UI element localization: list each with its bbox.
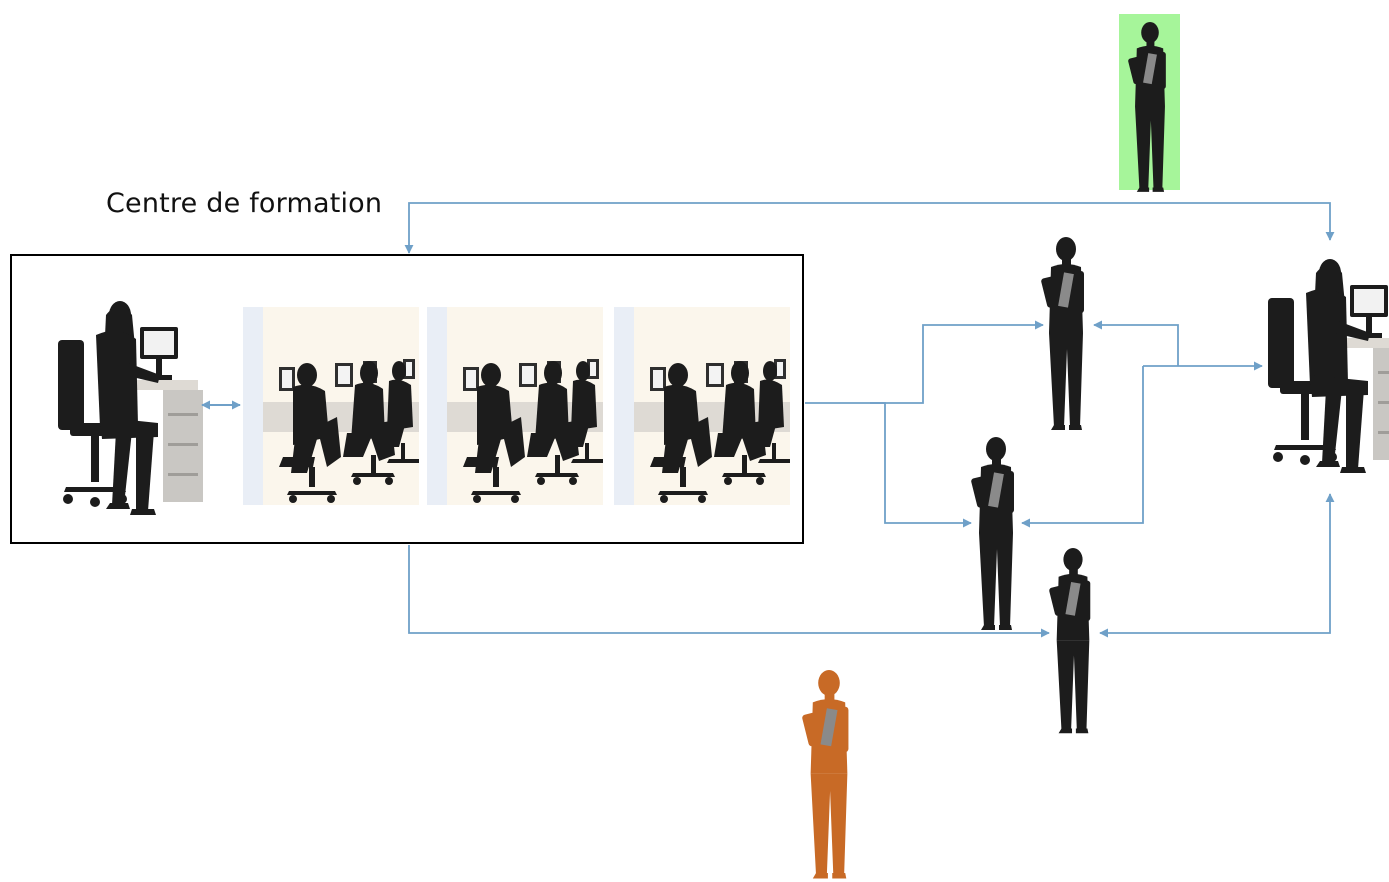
diagram-title: Centre de formation — [106, 188, 383, 219]
trainer-at-desk — [58, 301, 203, 515]
learner-middle — [970, 437, 1014, 630]
centre-to-learner-middle-arrow — [870, 402, 972, 528]
tutor-to-learner-middle-arrow — [1021, 366, 1144, 528]
tutor-to-learner-bottom-arrow — [1099, 493, 1335, 638]
classroom-photo-3 — [614, 307, 790, 505]
classroom-photo-1 — [243, 307, 419, 505]
tutor-at-desk — [1268, 259, 1389, 473]
top-loop-arrow — [404, 202, 1335, 254]
classroom-photo-2 — [427, 307, 603, 505]
centre-to-learner-top-arrow — [805, 320, 1044, 404]
training-centre-frame — [10, 254, 804, 544]
centre-to-learner-bottom-arrow — [408, 545, 1050, 638]
learner-top — [1040, 237, 1084, 430]
standing-person-orange — [801, 670, 849, 879]
learner-bottom — [1048, 548, 1091, 734]
tutor-to-learner-top-arrow — [1093, 320, 1179, 366]
